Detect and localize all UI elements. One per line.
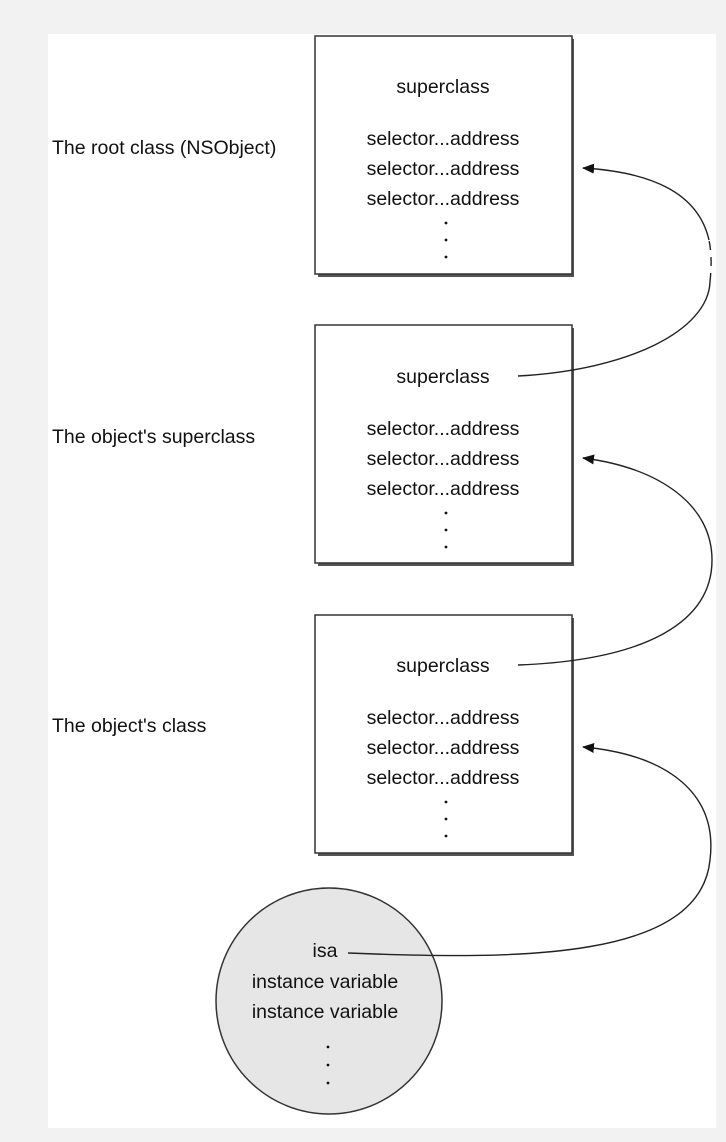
- instance-isa-field: isa: [313, 940, 338, 962]
- superclass-label: The object's superclass: [52, 426, 255, 448]
- instance-variable-row-1: instance variable: [252, 971, 398, 993]
- object-class-selector-row-3: selector...address: [367, 767, 520, 789]
- instance-object-circle: [215, 887, 443, 1115]
- superclass-superclass-field: superclass: [396, 366, 489, 388]
- root-selector-row-1: selector...address: [367, 128, 520, 150]
- root-selector-row-2: selector...address: [367, 158, 520, 180]
- root-superclass-field: superclass: [396, 76, 489, 98]
- object-class-group: The object's class superclass selector..…: [52, 614, 574, 856]
- root-ellipsis-dots: [444, 221, 448, 259]
- object-class-selector-row-2: selector...address: [367, 737, 520, 759]
- instance-ellipsis-dots: [326, 1045, 330, 1085]
- superclass-to-root-arrow-dashed: [708, 239, 712, 283]
- superclass-group: The object's superclass superclass selec…: [52, 324, 574, 566]
- object-class-selector-row-1: selector...address: [367, 707, 520, 729]
- root-class-box: [314, 35, 573, 275]
- root-class-group: The root class (NSObject) superclass sel…: [52, 35, 574, 277]
- object-class-box: [314, 614, 573, 854]
- superclass-selector-row-2: selector...address: [367, 448, 520, 470]
- object-class-ellipsis-dots: [444, 800, 448, 838]
- object-class-label: The object's class: [52, 715, 207, 737]
- superclass-selector-row-3: selector...address: [367, 478, 520, 500]
- superclass-box: [314, 324, 573, 564]
- class-to-superclass-arrow: [517, 454, 713, 666]
- instance-object-group: isa instance variable instance variable: [215, 887, 443, 1115]
- object-class-superclass-field: superclass: [396, 655, 489, 677]
- root-selector-row-3: selector...address: [367, 188, 520, 210]
- superclass-to-root-arrow-head: [582, 163, 710, 241]
- isa-pointer-arrow: [347, 743, 712, 957]
- root-class-label: The root class (NSObject): [52, 137, 276, 159]
- instance-variable-row-2: instance variable: [252, 1001, 398, 1023]
- superclass-selector-row-1: selector...address: [367, 418, 520, 440]
- superclass-to-root-arrow-tail: [517, 281, 711, 377]
- superclass-ellipsis-dots: [444, 511, 448, 549]
